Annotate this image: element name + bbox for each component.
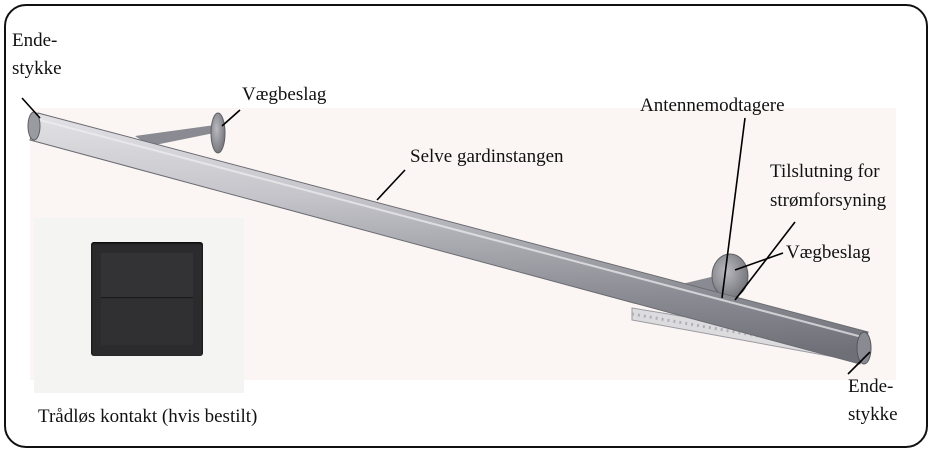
endcap-right [857,332,871,364]
label-endcap-left-line2: stykke [12,58,62,80]
label-endcap-left-line1: Ende- [12,30,62,52]
wireless-switch-photo [34,218,244,393]
wireless-switch-icon [91,242,203,356]
label-power-connection-line2: strømforsyning [770,190,886,212]
label-power-connection-line1: Tilslutning for [770,161,886,183]
label-endcap-right-line1: Ende- [848,376,898,398]
label-endcap-right-line2: stykke [848,404,898,426]
label-endcap-right: Ende- stykke [848,376,898,426]
label-endcap-left: Ende- stykke [12,30,62,80]
switch-rocker-bottom [101,299,193,345]
switch-rocker-top [101,253,193,298]
label-wall-bracket-left: Vægbeslag [242,84,326,106]
label-wireless-switch: Trådløs kontakt (hvis bestilt) [38,406,257,428]
label-wall-bracket-right: Vægbeslag [786,242,870,264]
label-rod: Selve gardinstangen [410,146,564,168]
label-power-connection: Tilslutning for strømforsyning [770,161,886,212]
label-antenna-receivers: Antennemodtagere [640,95,785,117]
